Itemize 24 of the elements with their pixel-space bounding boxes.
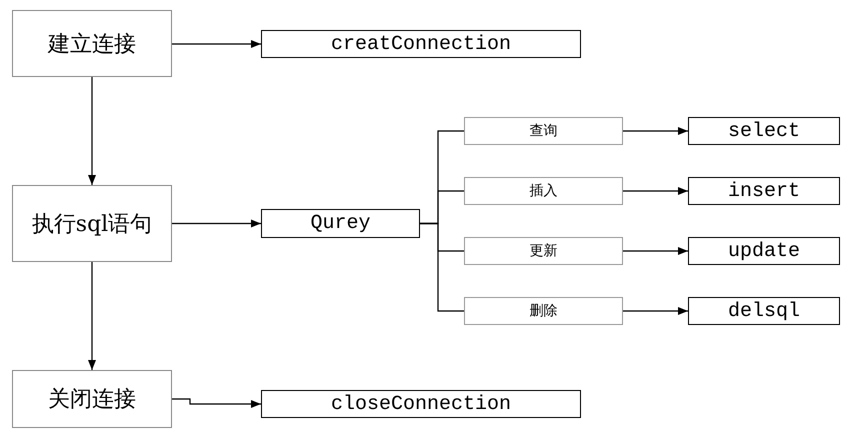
arrow xyxy=(623,307,688,315)
step-box: 建立连接 xyxy=(12,10,172,77)
code-box: insert xyxy=(688,177,840,205)
code-box: delsql xyxy=(688,297,840,325)
arrow xyxy=(88,262,96,370)
arrow xyxy=(172,40,261,48)
operation-box: 查询 xyxy=(464,117,623,145)
arrow xyxy=(172,398,261,408)
operation-box: 更新 xyxy=(464,237,623,265)
arrow xyxy=(172,220,261,228)
step-box: 执行sql语句 xyxy=(12,185,172,262)
code-box: Qurey xyxy=(261,209,420,238)
operation-box: 删除 xyxy=(464,297,623,325)
arrow xyxy=(623,127,688,135)
arrow xyxy=(623,247,688,255)
step-box: 关闭连接 xyxy=(12,370,172,428)
connector-line xyxy=(420,222,464,312)
code-box: update xyxy=(688,237,840,265)
arrow xyxy=(623,187,688,195)
code-box: creatConnection xyxy=(261,30,581,58)
operation-box: 插入 xyxy=(464,177,623,205)
arrow xyxy=(88,77,96,185)
code-box: closeConnection xyxy=(261,390,581,418)
code-box: select xyxy=(688,117,840,145)
